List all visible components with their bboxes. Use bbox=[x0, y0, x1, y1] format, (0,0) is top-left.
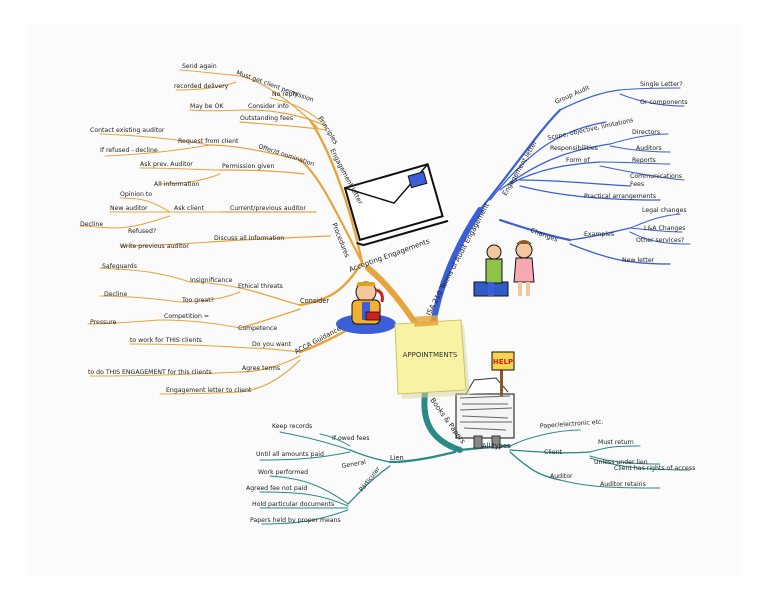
label-communications: Communications bbox=[630, 173, 682, 180]
label-refused-q: Refused? bbox=[128, 228, 156, 235]
label-permission-given: Permission given bbox=[222, 163, 274, 170]
label-no-reply: No reply bbox=[272, 91, 298, 98]
label-all-types: All types bbox=[482, 442, 511, 450]
two-people-icon bbox=[473, 240, 535, 297]
sticky-note-icon bbox=[394, 315, 470, 399]
label-ask-client: Ask client bbox=[174, 205, 205, 212]
label-directors: Directors bbox=[632, 129, 660, 136]
label-rights-access: Client has rights of access bbox=[614, 465, 695, 472]
label-general: General bbox=[341, 459, 367, 470]
mindmap-panel bbox=[28, 24, 740, 576]
help-sign-icon: HELP bbox=[491, 351, 515, 396]
label-consider: Consider bbox=[300, 297, 329, 305]
label-safeguards: Safeguards bbox=[102, 263, 137, 270]
label-paper-electronic: Paper/electronic etc. bbox=[540, 419, 604, 430]
label-new-auditor: New auditor bbox=[110, 205, 148, 212]
label-auditors: Auditors bbox=[636, 145, 662, 152]
label-agree-terms: Agree terms bbox=[242, 365, 280, 372]
label-pressure: Pressure bbox=[90, 319, 117, 326]
label-la-changes: L&A Changes bbox=[644, 225, 685, 232]
label-must-return: Must return bbox=[598, 439, 634, 446]
label-unless-lien: Unless under lien bbox=[594, 459, 648, 466]
label-client: Client bbox=[544, 449, 562, 456]
label-hold-docs: Hold particular documents bbox=[252, 501, 334, 508]
label-other-services: Other services? bbox=[636, 237, 684, 244]
svg-text:HELP: HELP bbox=[493, 358, 513, 366]
label-auditor-retains: Auditor retains bbox=[600, 481, 646, 488]
label-engagement-letter-left: Engagement letter bbox=[328, 147, 364, 206]
label-if-owed-fees: If owed fees bbox=[332, 435, 370, 442]
label-decline-2: Decline bbox=[104, 291, 127, 298]
labels-layer: APPOINTMENTS Accepting Engagements ISA 2… bbox=[80, 63, 695, 524]
blue-branches bbox=[429, 87, 691, 333]
label-insignificance: Insignificance bbox=[190, 277, 233, 284]
label-responsibilities: Responsibilities bbox=[550, 145, 598, 152]
label-work-performed: Work performed bbox=[258, 469, 308, 476]
label-send-again: Send again bbox=[182, 63, 217, 70]
label-new-letter: New letter bbox=[622, 257, 655, 264]
central-topic: APPOINTMENTS bbox=[403, 351, 458, 359]
label-ethical-threats: Ethical threats bbox=[238, 283, 283, 290]
label-legal-changes: Legal changes bbox=[642, 207, 687, 214]
label-discuss-all: Discuss all information bbox=[214, 235, 284, 242]
label-procedures: Procedures bbox=[330, 222, 351, 259]
label-may-be-ok: May be OK bbox=[190, 103, 224, 110]
label-competition: Competition = bbox=[164, 313, 209, 320]
branch-isa210 bbox=[429, 207, 483, 333]
orange-branches bbox=[79, 69, 423, 395]
label-until-paid: Until all amounts paid bbox=[256, 451, 324, 458]
label-request-from-client: Request from client bbox=[178, 138, 239, 145]
label-lien: Lien bbox=[390, 454, 404, 462]
label-keep-records: Keep records bbox=[272, 423, 312, 430]
label-form-of: Form of bbox=[566, 157, 590, 164]
label-single-letter: Single Letter? bbox=[640, 81, 683, 88]
phone-man-icon bbox=[336, 281, 396, 334]
label-too-great: Too great? bbox=[181, 297, 214, 304]
label-particular: Particular bbox=[358, 465, 382, 493]
label-reports: Reports bbox=[632, 157, 656, 164]
label-this-engagement: to do THIS ENGAGEMENT for this clients bbox=[88, 369, 212, 376]
papers-pile-icon bbox=[455, 377, 515, 449]
label-if-refused: If refused - decline bbox=[100, 147, 158, 154]
label-practical: Practical arrangements bbox=[584, 193, 656, 200]
label-decline-1: Decline bbox=[80, 221, 103, 228]
label-agreed-fee: Agreed fee not paid bbox=[246, 485, 307, 492]
label-outstanding-fees: Outstanding fees bbox=[240, 115, 293, 122]
label-recorded-delivery: recorded delivery bbox=[174, 83, 229, 90]
envelope-icon bbox=[343, 163, 449, 247]
label-work-for-this: to work for THIS clients bbox=[130, 337, 202, 344]
label-group-audit: Group Audit bbox=[554, 84, 591, 106]
label-acca: ACCA Guidance bbox=[293, 325, 342, 356]
label-opinion-to: Opinion to bbox=[120, 191, 152, 198]
label-principles: Principles bbox=[316, 115, 340, 146]
label-letter-to-client: Engagement letter to client bbox=[166, 387, 252, 394]
label-scope: Scope, objective, limitations bbox=[547, 117, 634, 142]
label-or-components: Or components bbox=[640, 99, 688, 106]
label-current-previous: Current/previous auditor bbox=[230, 205, 306, 212]
label-competence: Competence bbox=[238, 325, 277, 332]
label-proper-means: Papers held by proper means bbox=[250, 517, 341, 524]
label-do-you-want: Do you want bbox=[252, 341, 292, 348]
label-auditor: Auditor bbox=[550, 473, 573, 480]
label-all-information: All information bbox=[154, 181, 199, 188]
label-examples: Examples bbox=[584, 231, 614, 238]
label-write-previous: Write previous auditor bbox=[120, 243, 189, 250]
label-contact-existing: Contact existing auditor bbox=[90, 127, 165, 134]
label-consider-info: Consider info bbox=[248, 103, 289, 110]
label-fees: Fees bbox=[630, 181, 644, 188]
label-ask-prev-auditor: Ask prev. Auditor bbox=[140, 161, 193, 168]
label-changes: Changes bbox=[529, 226, 559, 244]
